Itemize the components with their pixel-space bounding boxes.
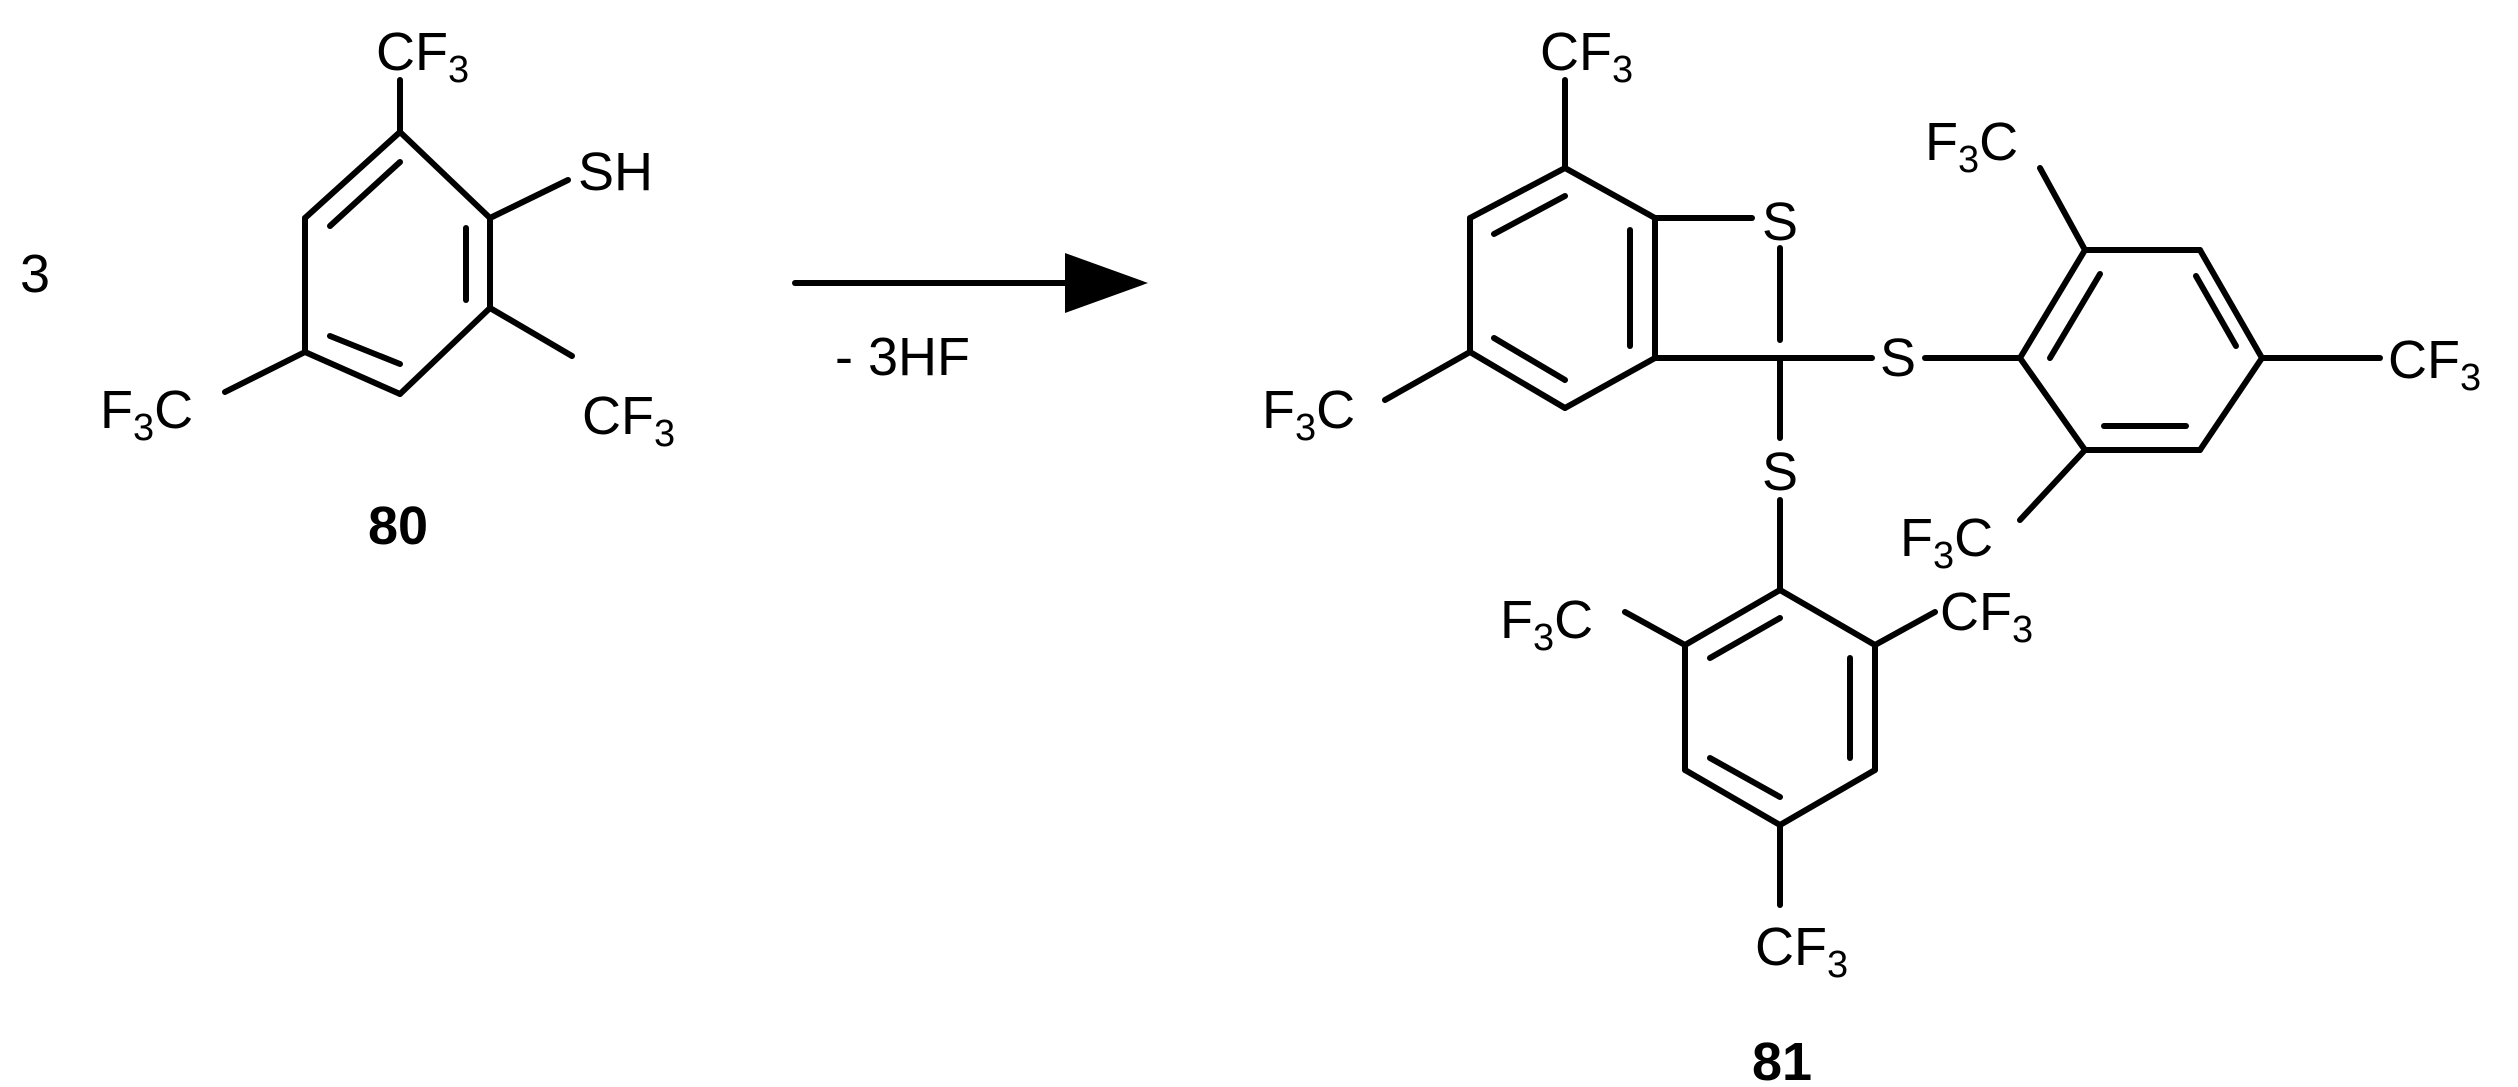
product-fused-benzene-ring — [1467, 165, 1658, 411]
product-right-aryl-ring — [2017, 247, 2265, 453]
product-cf3-bottom-para: CF3 — [1755, 917, 1848, 986]
reactant-80: 3 CF3 SH F3C CF3 80 — [20, 22, 675, 556]
product-81: S CF3 F3C S S F3C CF3 F3C — [1262, 22, 2481, 1087]
reaction-arrow: - 3HF — [792, 253, 1148, 387]
product-thiete-sulfur: S — [1762, 192, 1798, 252]
product-f3c-bottom-left: F3C — [1500, 590, 1593, 659]
reactant-benzene-ring — [302, 129, 493, 397]
product-f3c-right-bottom: F3C — [1900, 508, 1993, 577]
compound-number-80: 80 — [368, 496, 428, 556]
product-bottom-aryl-ring — [1682, 587, 1878, 828]
product-cf3-fused-top: CF3 — [1540, 22, 1633, 91]
product-sulfur-down: S — [1762, 442, 1798, 502]
arrow-head — [1065, 253, 1148, 313]
reactant-cf3-top: CF3 — [376, 22, 469, 91]
product-f3c-right-top: F3C — [1925, 112, 2018, 181]
product-cf3-right-para: CF3 — [2388, 330, 2481, 399]
reactant-substituent-bonds — [222, 77, 575, 395]
reactant-thiol-label: SH — [578, 142, 653, 202]
arrow-condition: - 3HF — [835, 327, 970, 387]
product-sulfur-right: S — [1880, 328, 1916, 388]
reactant-cf3-right: CF3 — [582, 386, 675, 455]
reactant-coefficient: 3 — [20, 244, 50, 304]
product-thiete-ring — [1652, 215, 1783, 361]
reactant-f3c-left: F3C — [100, 380, 193, 449]
product-f3c-fused-left: F3C — [1262, 380, 1355, 449]
product-cf3-bottom-right: CF3 — [1940, 582, 2033, 651]
compound-number-81: 81 — [1752, 1032, 1812, 1087]
